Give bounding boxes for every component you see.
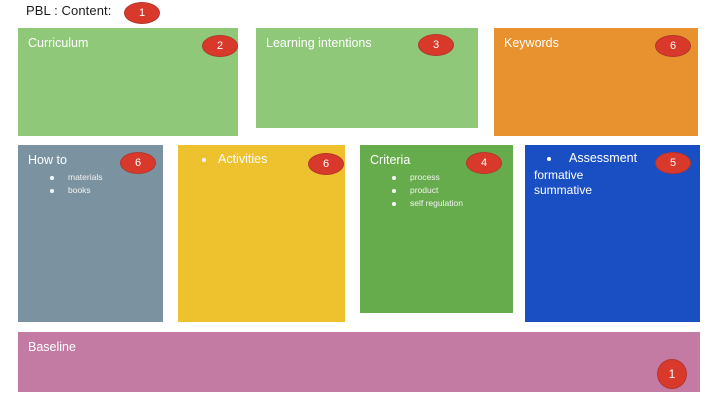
badge-baseline: 1 [657, 359, 687, 389]
list-item: self regulation [390, 197, 463, 210]
card-criteria-bullets: process product self regulation [390, 171, 463, 210]
card-criteria-title: Criteria [370, 153, 411, 167]
card-how-to-bullets: materials books [48, 171, 102, 197]
bullet-icon [202, 158, 206, 162]
card-how-to[interactable]: How to materials books [18, 145, 163, 322]
card-baseline-title: Baseline [28, 340, 76, 354]
card-keywords-title: Keywords [504, 36, 559, 50]
badge-how-to: 6 [120, 152, 156, 174]
card-assessment-title: Assessment [569, 151, 638, 165]
badge-learning-intentions: 3 [418, 34, 454, 56]
card-curriculum[interactable]: Curriculum [18, 28, 238, 136]
bullet-icon [547, 157, 551, 161]
list-item: books [48, 184, 102, 197]
list-item: process [390, 171, 463, 184]
card-how-to-title: How to [28, 153, 67, 167]
card-assessment-line-summative: summative [534, 183, 593, 197]
card-curriculum-title: Curriculum [28, 36, 89, 50]
list-item: product [390, 184, 463, 197]
card-assessment-line-formative: formative [534, 168, 584, 182]
badge-curriculum: 2 [202, 35, 238, 57]
badge-assessment: 5 [655, 152, 691, 174]
card-baseline[interactable]: Baseline [18, 332, 700, 392]
list-item: materials [48, 171, 102, 184]
badge-activities: 6 [308, 153, 344, 175]
page-title: PBL : Content: [26, 3, 112, 18]
badge-keywords: 6 [655, 35, 691, 57]
card-activities-title: Activities [218, 152, 268, 166]
card-learning-intentions-title: Learning intentions [266, 36, 372, 50]
card-activities[interactable]: Activities [178, 145, 345, 322]
badge-criteria: 4 [466, 152, 502, 174]
badge-title: 1 [124, 2, 160, 24]
card-assessment[interactable]: Assessment formative summative [525, 145, 700, 322]
card-assessment-lines: formative summative [534, 168, 592, 198]
